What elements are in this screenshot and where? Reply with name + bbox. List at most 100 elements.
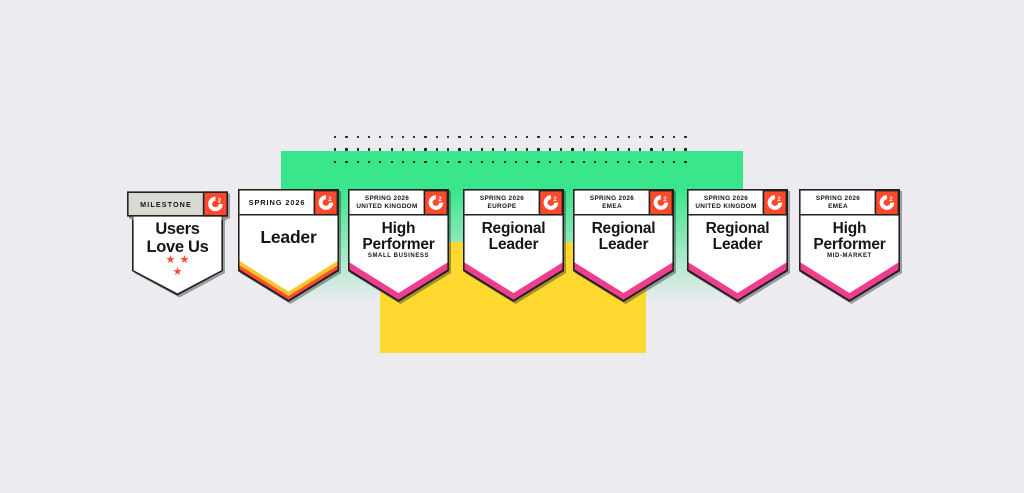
dot-icon xyxy=(684,148,687,151)
badge-title-line: Regional xyxy=(591,219,656,237)
dot-icon xyxy=(469,160,472,164)
badge-header: SPRING 2026 xyxy=(240,191,314,215)
dot-icon xyxy=(334,148,337,151)
dot-icon xyxy=(345,148,348,151)
dot-icon xyxy=(469,136,472,139)
dot-icon xyxy=(673,136,676,139)
dot-icon xyxy=(661,136,664,139)
badge-title: Users Love Us xyxy=(133,220,222,256)
dot-icon xyxy=(447,160,450,164)
dot-icon xyxy=(526,148,529,151)
badge-header: SPRING 2026 UNITED KINGDOM xyxy=(689,191,763,215)
dot-icon xyxy=(390,136,393,139)
badge-title: Regional Leader xyxy=(575,217,672,257)
badge-subtitle: MID-MARKET xyxy=(827,253,872,259)
dot-icon xyxy=(458,148,461,151)
dot-icon xyxy=(480,148,484,151)
badge-title: High Performer xyxy=(350,217,447,257)
dot-icon xyxy=(560,136,563,139)
badge-header: SPRING 2026 EMEA xyxy=(801,191,875,215)
g2-logo-box xyxy=(202,191,228,217)
dot-icon xyxy=(593,160,597,164)
dot-icon xyxy=(435,136,438,139)
dot-icon xyxy=(424,160,427,164)
dot-icon xyxy=(605,160,608,164)
dot-icon xyxy=(413,136,416,139)
star-icon: ★ xyxy=(165,254,180,266)
dot-icon xyxy=(571,136,574,139)
dot-icon xyxy=(356,136,359,139)
badge-spring-2026-emea-high-performer-mid-market: SPRING 2026 EMEA High Performer MID-MARK… xyxy=(799,189,900,302)
badge-header-line: SPRING 2026 xyxy=(248,197,306,207)
dot-icon xyxy=(571,148,574,151)
dot-icon xyxy=(616,160,619,164)
dot-icon xyxy=(661,148,664,151)
dot-icon xyxy=(401,136,405,139)
dot-icon xyxy=(526,160,529,164)
badge-title: Regional Leader xyxy=(689,217,786,257)
dot-icon xyxy=(514,148,518,151)
badge-spring-2026-leader: SPRING 2026 Leader xyxy=(238,189,339,302)
dot-icon xyxy=(593,136,597,139)
dot-icon xyxy=(548,136,551,139)
dot-icon xyxy=(639,148,642,151)
badge-header-line: UNITED KINGDOM xyxy=(356,202,418,210)
dot-icon xyxy=(616,148,619,151)
dot-icon xyxy=(334,160,337,164)
dot-icon xyxy=(367,148,371,151)
badge-shape xyxy=(127,191,228,296)
dot-icon xyxy=(661,160,664,164)
badge-title: Leader xyxy=(240,217,337,257)
dot-icon xyxy=(401,148,405,151)
badge-title-line: Performer xyxy=(362,236,435,253)
dot-icon xyxy=(356,148,359,151)
badge-subtitle: SMALL BUSINESS xyxy=(367,253,430,259)
dot-icon xyxy=(480,160,484,164)
star-icon: ★ xyxy=(179,254,194,266)
dot-icon xyxy=(345,136,348,139)
badge-title-line: Performer xyxy=(813,236,886,253)
badge-title-line: High xyxy=(381,219,416,237)
dot-icon xyxy=(627,160,631,164)
badge-milestone-users-love-us: MILESTONE Users Love Us ★★ ★ xyxy=(127,189,228,297)
badge-title-line: High xyxy=(832,219,867,237)
dot-icon xyxy=(627,136,631,139)
dot-icon xyxy=(458,160,461,164)
dot-icon xyxy=(367,160,371,164)
dot-icon xyxy=(379,136,382,139)
dot-icon xyxy=(503,136,506,139)
dot-icon xyxy=(367,136,371,139)
dot-icon xyxy=(413,148,416,151)
dot-icon xyxy=(571,160,574,164)
dot-icon xyxy=(650,160,653,164)
dot-icon xyxy=(356,160,359,164)
dot-icon xyxy=(684,160,687,164)
dot-icon xyxy=(548,148,551,151)
dot-icon xyxy=(627,148,631,151)
dot-icon xyxy=(514,136,518,139)
dot-icon xyxy=(424,148,427,151)
dot-icon xyxy=(503,148,506,151)
dot-icon xyxy=(582,160,585,164)
badge-spring-2026-uk-high-performer-small-business: SPRING 2026 UNITED KINGDOM High Performe… xyxy=(348,189,449,302)
dot-icon xyxy=(605,136,608,139)
dot-icon xyxy=(492,136,495,139)
dot-icon xyxy=(582,148,585,151)
dot-icon xyxy=(435,148,438,151)
dot-icon xyxy=(616,136,619,139)
dot-icon xyxy=(390,148,393,151)
badge-title-line: Leader xyxy=(712,236,763,253)
dot-icon xyxy=(401,160,405,164)
badge-header: SPRING 2026 EUROPE xyxy=(465,191,539,215)
dot-icon xyxy=(537,160,540,164)
badge-header-line: EMEA xyxy=(602,202,622,210)
badge-spring-2026-emea-regional-leader: SPRING 2026 EMEA Regional Leader xyxy=(573,189,674,302)
dot-icon xyxy=(673,160,676,164)
badge-header-line: SPRING 2026 xyxy=(479,195,525,203)
dot-icon xyxy=(447,148,450,151)
badge-header-line: SPRING 2026 xyxy=(364,195,410,203)
badge-spring-2026-europe-regional-leader: SPRING 2026 EUROPE Regional Leader xyxy=(463,189,564,302)
badge-title-line: Leader xyxy=(598,236,649,253)
dot-icon xyxy=(593,148,597,151)
